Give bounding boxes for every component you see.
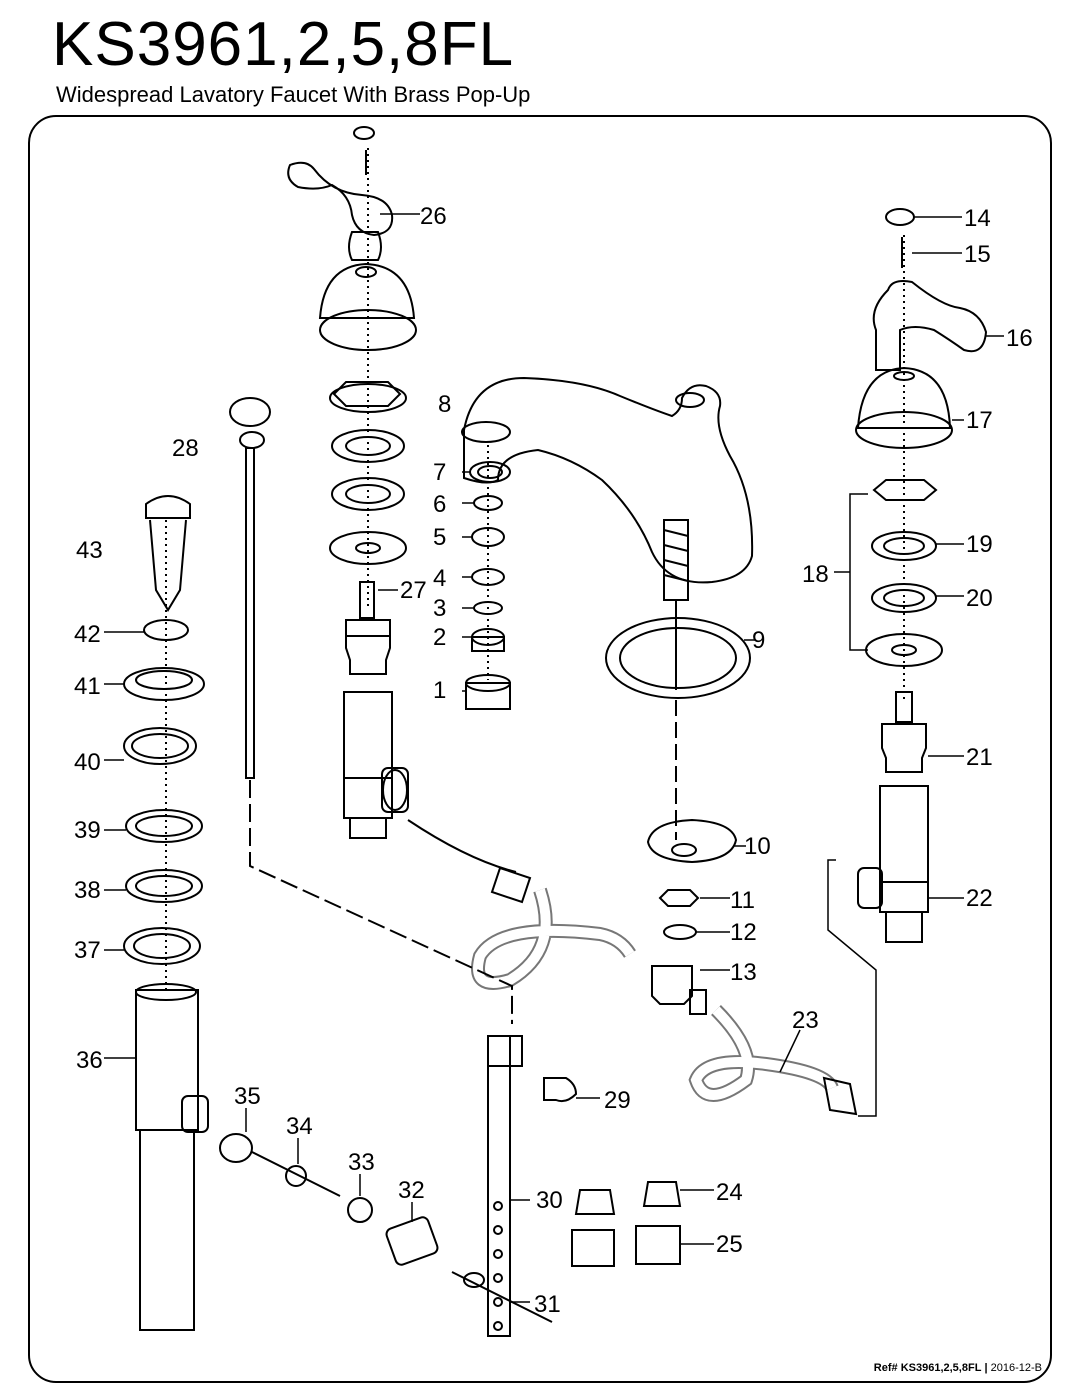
callout-41: 41 [74, 673, 101, 700]
callout-2: 2 [433, 624, 446, 651]
callout-37: 37 [74, 937, 101, 964]
callout-29: 29 [604, 1087, 631, 1114]
callout-42: 42 [74, 621, 101, 648]
popup-drain-assembly [123, 397, 578, 1337]
callout-24: 24 [716, 1179, 743, 1206]
mounting-hardware [646, 818, 738, 1015]
callout-30: 30 [536, 1187, 563, 1214]
callout-40: 40 [74, 749, 101, 776]
callout-9: 9 [752, 627, 765, 654]
callout-39: 39 [74, 817, 101, 844]
callout-31: 31 [534, 1291, 561, 1318]
callout-26: 26 [420, 203, 447, 230]
callout-11: 11 [730, 887, 755, 914]
callout-38: 38 [74, 877, 101, 904]
callout-35: 35 [234, 1083, 261, 1110]
callout-1: 1 [433, 677, 446, 704]
diagram-frame [28, 115, 1052, 1383]
reference-number: Ref# KS3961,2,5,8FL [873, 1362, 982, 1374]
reference-footer: Ref# KS3961,2,5,8FL | 2016-12-B [874, 1362, 1042, 1374]
callout-15: 15 [964, 241, 991, 268]
callout-5: 5 [433, 524, 446, 551]
callout-16: 16 [1006, 325, 1033, 352]
callout-25: 25 [716, 1231, 743, 1258]
product-description: Widespread Lavatory Faucet With Brass Po… [56, 82, 531, 107]
callout-4: 4 [433, 565, 446, 592]
callout-23: 23 [792, 1007, 819, 1034]
callout-labels: 1 2 3 4 5 6 7 8 9 10 11 12 13 14 15 16 1… [74, 203, 1033, 1318]
callout-18: 18 [802, 561, 829, 588]
callout-19: 19 [966, 531, 993, 558]
left-handle-assembly [287, 126, 417, 839]
callout-32: 32 [398, 1177, 425, 1204]
leader-lines [104, 213, 1004, 1303]
callout-43: 43 [76, 537, 103, 564]
reference-separator: | [984, 1362, 988, 1374]
compression-fittings [571, 1181, 682, 1267]
callout-3: 3 [433, 595, 446, 622]
callout-17: 17 [966, 407, 993, 434]
right-handle-assembly [855, 208, 988, 943]
callout-20: 20 [966, 585, 993, 612]
callout-27: 27 [400, 577, 427, 604]
callout-6: 6 [433, 491, 446, 518]
callout-13: 13 [730, 959, 757, 986]
callout-34: 34 [286, 1113, 313, 1140]
callout-7: 7 [433, 459, 446, 486]
callout-8: 8 [438, 391, 451, 418]
callout-21: 21 [966, 744, 993, 771]
callout-33: 33 [348, 1149, 375, 1176]
spout-assembly [461, 376, 754, 840]
callout-28: 28 [172, 435, 199, 462]
callout-36: 36 [76, 1047, 103, 1074]
callout-12: 12 [730, 919, 757, 946]
revision-date: 2016-12-B [990, 1362, 1042, 1374]
callout-10: 10 [744, 833, 771, 860]
callout-22: 22 [966, 885, 993, 912]
model-number-title: KS3961,2,5,8FL [52, 10, 515, 79]
callout-14: 14 [964, 205, 991, 232]
supply-hoses [407, 819, 858, 1116]
